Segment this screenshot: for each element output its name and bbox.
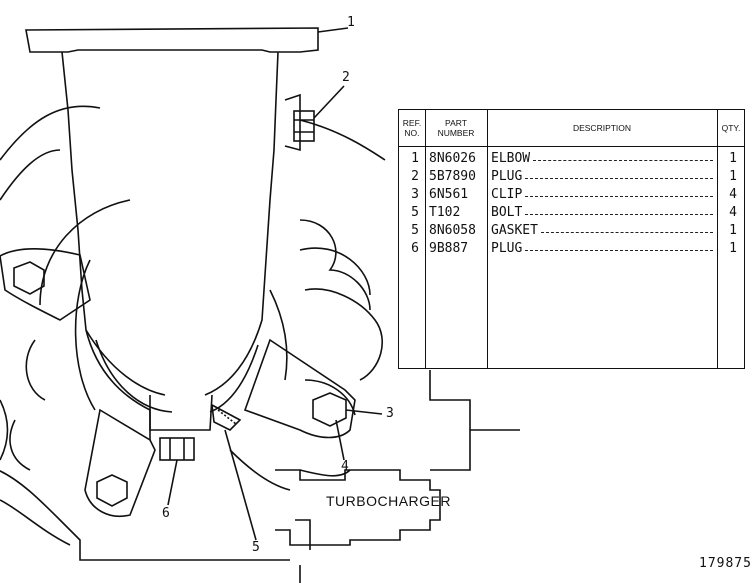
callout-3: 3 bbox=[386, 406, 394, 421]
table-row: 2 5B7890 PLUG 1 bbox=[399, 168, 744, 186]
part-number: T102 bbox=[429, 205, 461, 220]
description-cell: CLIP bbox=[491, 186, 715, 204]
table-row: 5 T102 BOLT 4 bbox=[399, 204, 744, 222]
column-divider bbox=[717, 110, 718, 368]
quantity: 1 bbox=[729, 241, 737, 256]
ref-number: 1 bbox=[411, 151, 419, 166]
description-cell: PLUG bbox=[491, 168, 715, 186]
clip-left-upper bbox=[0, 247, 91, 321]
ref-number: 6 bbox=[411, 241, 419, 256]
ref-number: 3 bbox=[411, 187, 419, 202]
turbocharger-label: TURBOCHARGER bbox=[326, 493, 452, 509]
elbow-body bbox=[61, 51, 166, 396]
quantity: 1 bbox=[729, 169, 737, 184]
description-cell: BOLT bbox=[491, 204, 715, 222]
bolt-right bbox=[312, 392, 347, 427]
bolt-left-upper bbox=[13, 261, 45, 295]
quantity: 1 bbox=[729, 151, 737, 166]
leader-dashes bbox=[525, 250, 713, 251]
header-ref: REF.NO. bbox=[402, 118, 422, 138]
part-number: 6N561 bbox=[429, 187, 469, 202]
part-number: 9B887 bbox=[429, 241, 469, 256]
part-number: 8N6026 bbox=[429, 151, 476, 166]
volute-flange bbox=[39, 199, 131, 306]
quantity: 4 bbox=[729, 205, 737, 220]
clip-right bbox=[243, 338, 356, 439]
ref-number: 5 bbox=[411, 223, 419, 238]
leader-6 bbox=[167, 459, 178, 506]
ref-number: 2 bbox=[411, 169, 419, 184]
header-description: DESCRIPTION bbox=[572, 123, 632, 133]
table-row: 5 8N6058 GASKET 1 bbox=[399, 222, 744, 240]
header-qty: QTY. bbox=[721, 123, 741, 133]
leader-4 bbox=[335, 419, 345, 461]
callout-1: 1 bbox=[347, 15, 355, 30]
description-cell: ELBOW bbox=[491, 150, 715, 168]
description: ELBOW bbox=[491, 151, 532, 166]
description-cell: PLUG bbox=[491, 240, 715, 258]
leader-dashes bbox=[525, 196, 713, 197]
quantity: 1 bbox=[729, 223, 737, 238]
table-row: 6 9B887 PLUG 1 bbox=[399, 240, 744, 258]
column-divider bbox=[425, 110, 426, 368]
plug-2-hex bbox=[293, 110, 315, 142]
table-row: 1 8N6026 ELBOW 1 bbox=[399, 150, 744, 168]
description-cell: GASKET bbox=[491, 222, 715, 240]
part-number: 8N6058 bbox=[429, 223, 476, 238]
table-row: 3 6N561 CLIP 4 bbox=[399, 186, 744, 204]
clip-left-lower bbox=[84, 408, 156, 517]
description: PLUG bbox=[491, 169, 524, 184]
callout-5: 5 bbox=[252, 540, 260, 555]
description: GASKET bbox=[491, 223, 539, 238]
callout-6: 6 bbox=[162, 506, 170, 521]
bolt-left-lower bbox=[96, 474, 128, 507]
elbow-flange bbox=[25, 27, 319, 53]
leader-1 bbox=[317, 27, 349, 33]
gasket bbox=[211, 403, 242, 431]
quantity: 4 bbox=[729, 187, 737, 202]
leader-5 bbox=[224, 429, 257, 541]
leader-2 bbox=[313, 85, 345, 119]
turbocharger-housing-outline bbox=[0, 105, 290, 561]
leader-dashes bbox=[525, 178, 713, 179]
ref-number: 5 bbox=[411, 205, 419, 220]
description: PLUG bbox=[491, 241, 524, 256]
description: BOLT bbox=[491, 205, 524, 220]
leader-dashes bbox=[525, 214, 713, 215]
leader-dashes bbox=[541, 232, 713, 233]
leader-dashes bbox=[533, 160, 713, 161]
table-header bbox=[399, 110, 744, 147]
callout-4: 4 bbox=[341, 459, 349, 474]
figure-id: 179875 bbox=[699, 556, 752, 571]
part-number: 5B7890 bbox=[429, 169, 476, 184]
plug-6-hex bbox=[159, 437, 195, 461]
leader-3 bbox=[345, 409, 383, 415]
column-divider bbox=[487, 110, 488, 368]
callout-2: 2 bbox=[342, 70, 350, 85]
description: CLIP bbox=[491, 187, 524, 202]
